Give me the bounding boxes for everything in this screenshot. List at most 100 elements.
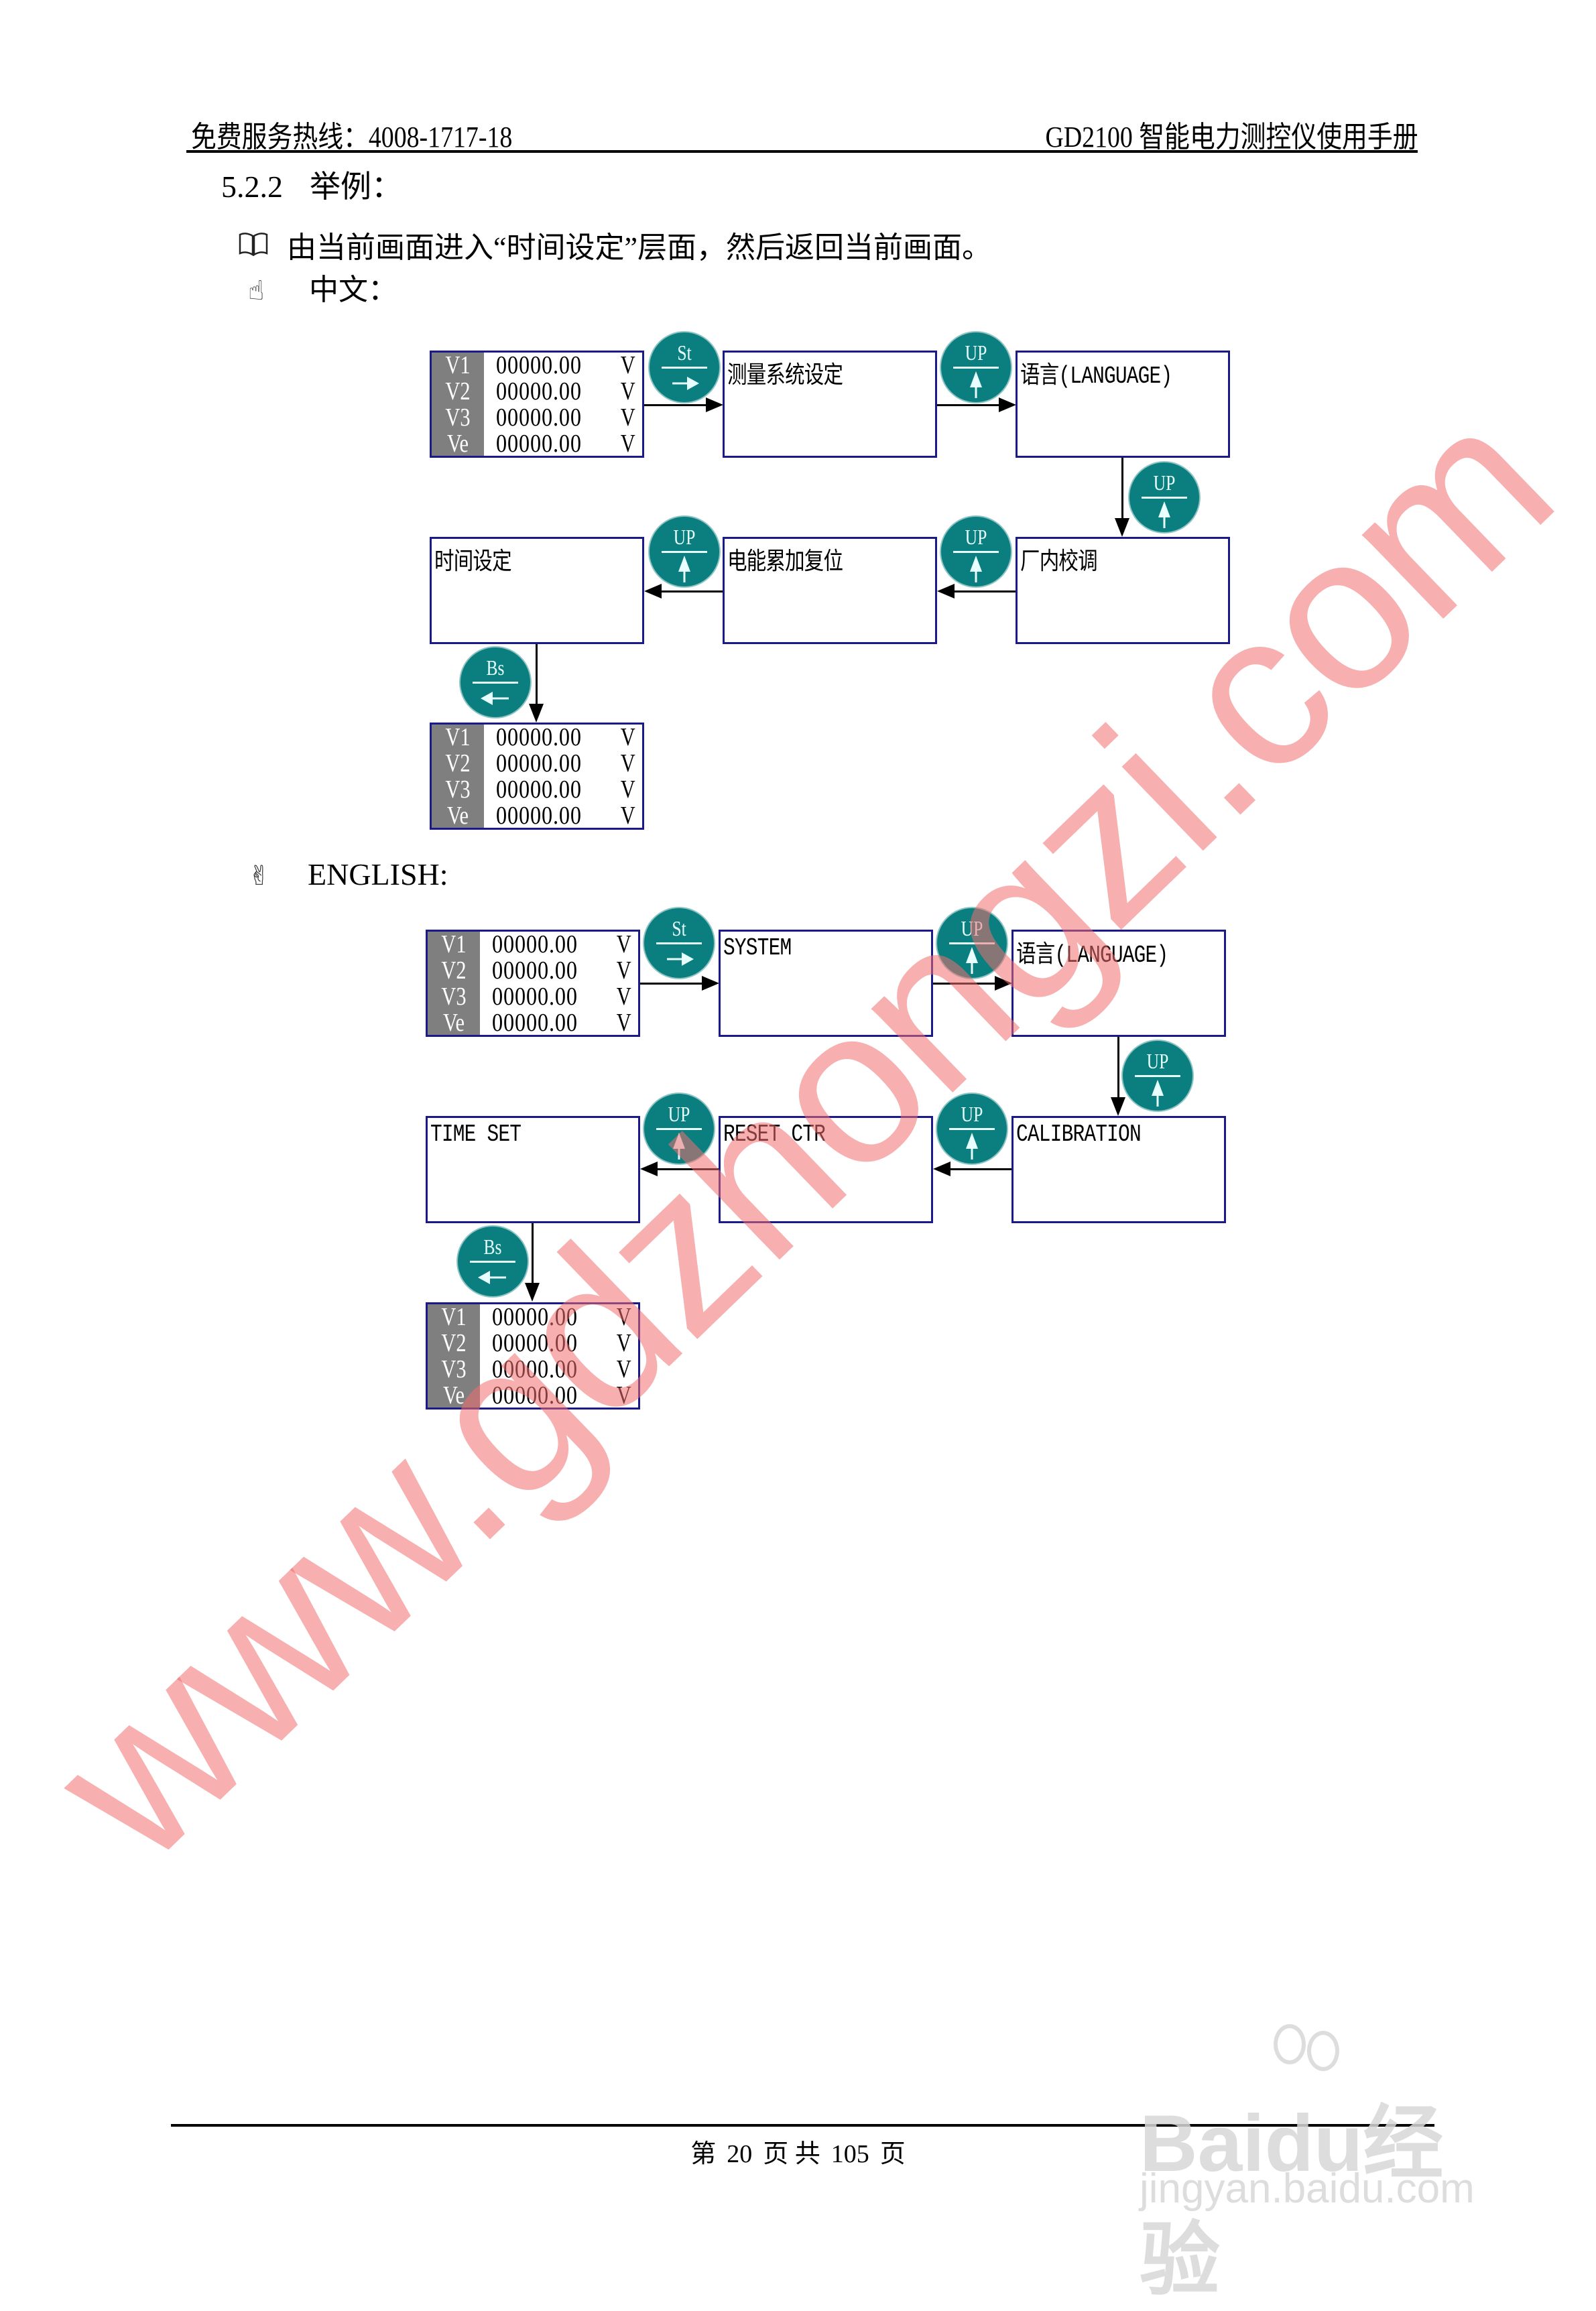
arrow-down-icon (1111, 1097, 1125, 1116)
up-key-button[interactable]: UP (941, 332, 1011, 402)
connector (532, 1223, 534, 1284)
up-key-button[interactable]: UP (644, 1094, 714, 1164)
connector (954, 590, 1016, 592)
connector (661, 590, 723, 592)
up-key-button[interactable]: UP (941, 517, 1011, 586)
chinese-label: ☝ 中文： (248, 265, 397, 308)
baidu-jingyan-watermark: Baidu经验 jingyan.baidu.com (1140, 2024, 1515, 2305)
connector (640, 983, 704, 985)
victory-hand-icon: ✌ (248, 861, 271, 891)
screen-energy-reset: 电能累加复位 (723, 537, 937, 644)
arrow-down-icon (1115, 518, 1129, 537)
connector (950, 1168, 1011, 1170)
connector (644, 404, 708, 406)
english-label: ✌ ENGLISH: (248, 857, 448, 892)
english-label-text: ENGLISH: (308, 857, 448, 891)
arrow-left-icon (933, 1162, 950, 1176)
intro-text: 由当前画面进入“时间设定”层面，然后返回当前画面。 (287, 231, 992, 264)
arrow-right-icon (706, 397, 723, 412)
up-key-button[interactable]: UP (937, 1094, 1007, 1164)
arrow-up-icon (673, 1133, 685, 1160)
paw-icon (1307, 2031, 1339, 2071)
header-hotline: 免费服务热线：4008-1717-18 (191, 121, 513, 153)
connector (1121, 458, 1123, 519)
footer-divider (171, 2124, 1434, 2127)
arrow-left-icon (481, 692, 509, 705)
screen-reset-ctr: RESET CTR (719, 1116, 933, 1223)
screen-language: 语言(LANGUAGE) (1016, 351, 1230, 458)
arrow-right-icon (999, 397, 1016, 412)
up-key-button[interactable]: UP (1129, 462, 1199, 532)
up-key-button[interactable]: UP (650, 517, 719, 586)
st-key-button[interactable]: St (644, 908, 714, 978)
arrow-up-icon (966, 1133, 978, 1160)
arrow-up-icon (966, 947, 978, 974)
connector (933, 983, 997, 985)
arrow-right-icon (667, 952, 694, 966)
connector (1117, 1037, 1119, 1099)
paw-icon (1274, 2024, 1306, 2064)
connector (536, 644, 538, 704)
arrow-up-icon (1152, 1080, 1164, 1107)
arrow-right-icon (702, 976, 719, 991)
arrow-right-icon (995, 976, 1012, 991)
arrow-left-icon (644, 584, 662, 599)
arrow-up-icon (970, 371, 982, 398)
book-icon (238, 231, 271, 264)
bs-key-button[interactable]: Bs (461, 647, 530, 717)
st-key-button[interactable]: St (650, 332, 719, 402)
arrow-up-icon (970, 556, 982, 582)
arrow-left-icon (937, 584, 955, 599)
up-key-button[interactable]: UP (937, 908, 1007, 978)
screen-system: SYSTEM (719, 930, 933, 1037)
screen-factory-calibration: 厂内校调 (1016, 537, 1230, 644)
bs-key-button[interactable]: Bs (458, 1227, 528, 1296)
label-column (432, 725, 484, 828)
label-column (432, 353, 484, 456)
screen-calibration: CALIBRATION (1011, 1116, 1226, 1223)
connector (937, 404, 1001, 406)
screen-time-set: 时间设定 (430, 537, 644, 644)
header-manual-title: GD2100 智能电力测控仪使用手册 (1045, 121, 1418, 153)
up-key-button[interactable]: UP (1123, 1041, 1192, 1111)
pointing-hand-icon: ☝ (248, 275, 265, 306)
chinese-label-text: 中文： (309, 273, 397, 306)
arrow-down-icon (529, 704, 544, 723)
screen-measure-system: 测量系统设定 (723, 351, 937, 458)
label-column (428, 932, 480, 1035)
section-title: 举例： (310, 170, 402, 204)
arrow-up-icon (1158, 501, 1170, 528)
connector (657, 1168, 719, 1170)
screen-language: 语言(LANGUAGE) (1011, 930, 1226, 1037)
arrow-left-icon (640, 1162, 658, 1176)
screen-time-set: TIME SET (426, 1116, 640, 1223)
header-divider (186, 150, 1418, 153)
arrow-left-icon (478, 1271, 506, 1284)
arrow-down-icon (525, 1283, 540, 1302)
arrow-up-icon (678, 556, 690, 582)
label-column (428, 1304, 480, 1408)
intro-line: 由当前画面进入“时间设定”层面，然后返回当前画面。 (238, 223, 991, 266)
